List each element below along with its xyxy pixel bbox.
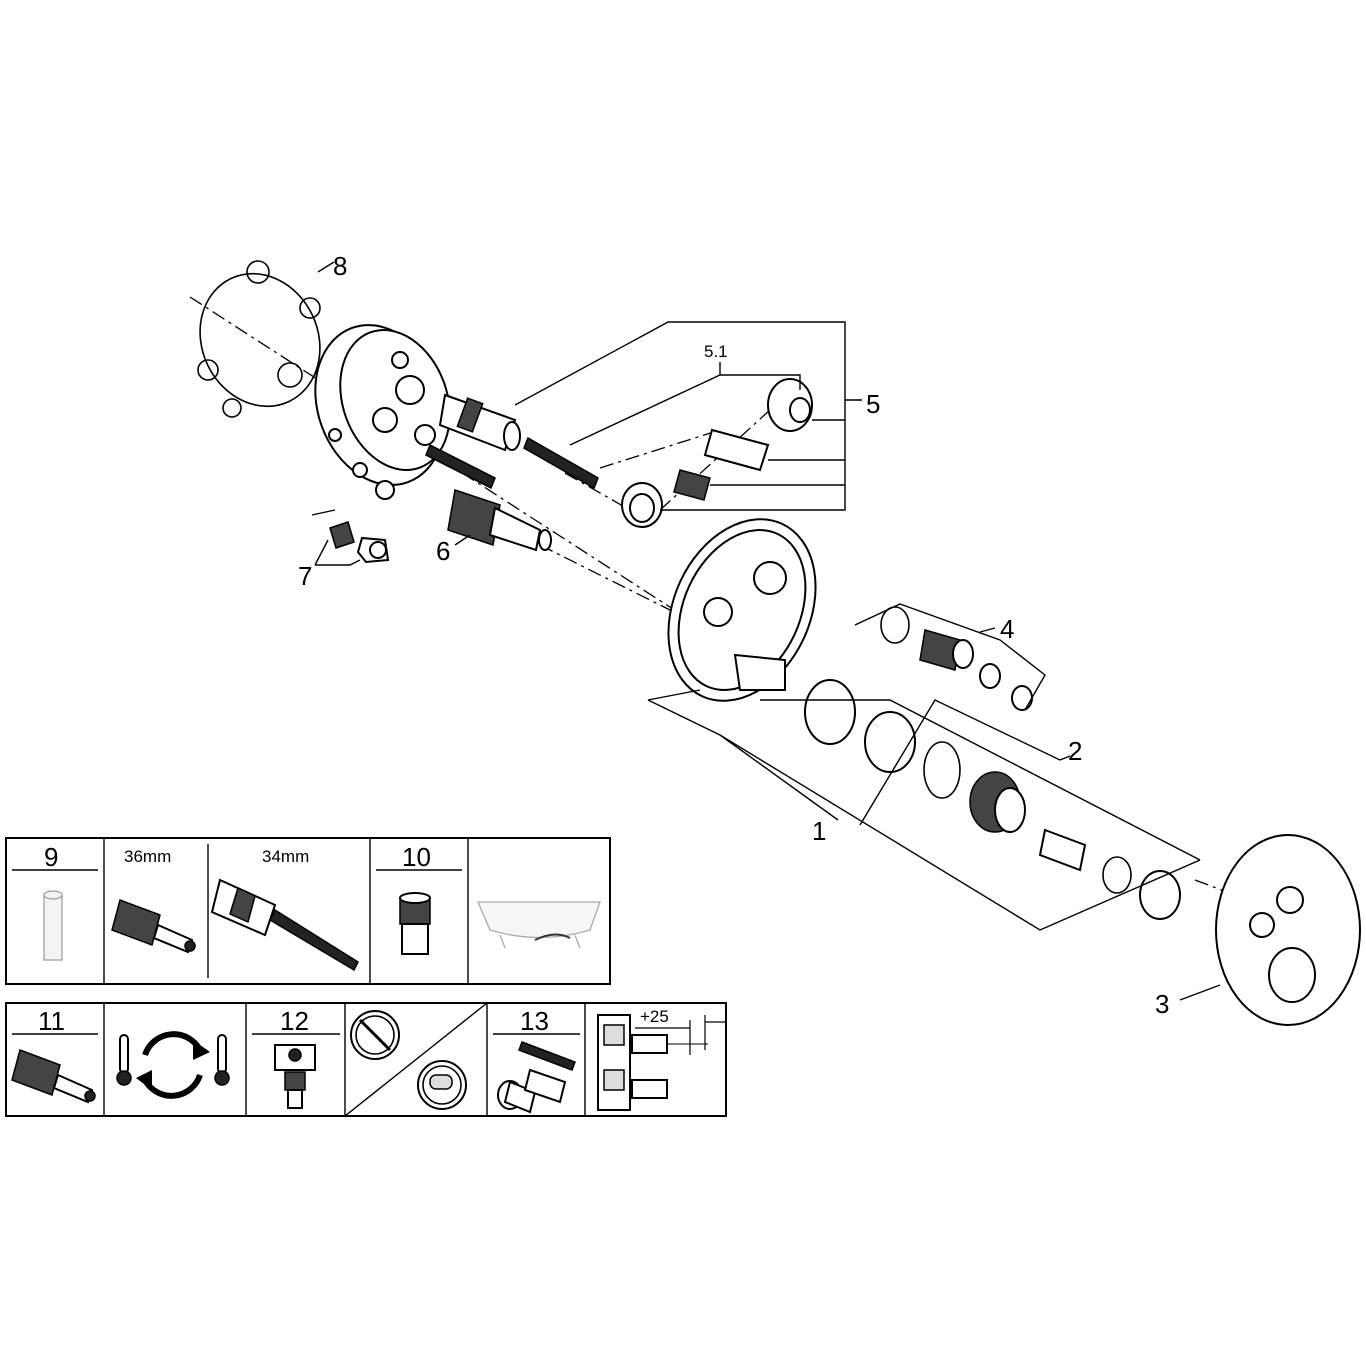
callout-labels: 8 5.1 5 6 7 4 2 1 3 [298, 251, 1169, 1019]
callout-6: 6 [436, 536, 450, 566]
table-label-9: 9 [44, 842, 58, 872]
table-label-34mm: 34mm [262, 847, 309, 866]
gasket-ring-part [197, 260, 321, 418]
part-4-components [880, 606, 1033, 711]
thermo-cartridge-part [447, 489, 552, 552]
table-label-12: 12 [280, 1006, 309, 1036]
hand-push-icon [417, 1060, 467, 1110]
adapter-12-icon [274, 1044, 316, 1109]
valve-insert-icon [399, 892, 431, 955]
table-label-plus25: +25 [640, 1007, 669, 1026]
callout-8: 8 [333, 251, 347, 281]
cartridge-upper-part [438, 393, 521, 452]
table-label-13: 13 [520, 1006, 549, 1036]
table-label-36mm: 36mm [124, 847, 171, 866]
leader-lines [311, 261, 1221, 1001]
cartridge-36mm-icon [111, 899, 196, 954]
cartridge-34mm-icon [210, 878, 359, 972]
tools-13-icon [497, 1041, 576, 1114]
part-5-components [621, 378, 813, 528]
callout-7: 7 [298, 561, 312, 591]
spindle-rods-part [425, 436, 599, 490]
cartridge-11-icon [11, 1049, 96, 1104]
prohibition-icon [350, 1010, 400, 1060]
callout-5-1: 5.1 [704, 342, 728, 361]
callout-4: 4 [1000, 614, 1014, 644]
callout-1: 1 [812, 816, 826, 846]
depth-diagram-icon [597, 1014, 725, 1111]
accessory-table-top: 9 36mm 34mm 10 [5, 837, 611, 985]
part-1-2-components [804, 679, 1181, 920]
callout-2: 2 [1068, 736, 1082, 766]
accessory-table-bottom: 11 12 13 +25 [5, 1002, 727, 1117]
valve-body-part [314, 324, 451, 500]
callout-3: 3 [1155, 989, 1169, 1019]
bathtub-icon [477, 901, 601, 949]
callout-5: 5 [866, 389, 880, 419]
mounting-plate-part [667, 518, 817, 702]
temperature-cycle-icon [116, 1031, 230, 1099]
tube-tool-icon [43, 890, 63, 961]
trim-plate-part [1215, 834, 1361, 1026]
table-label-10: 10 [402, 842, 431, 872]
table-label-11: 11 [38, 1006, 65, 1036]
fittings-part [329, 521, 390, 564]
